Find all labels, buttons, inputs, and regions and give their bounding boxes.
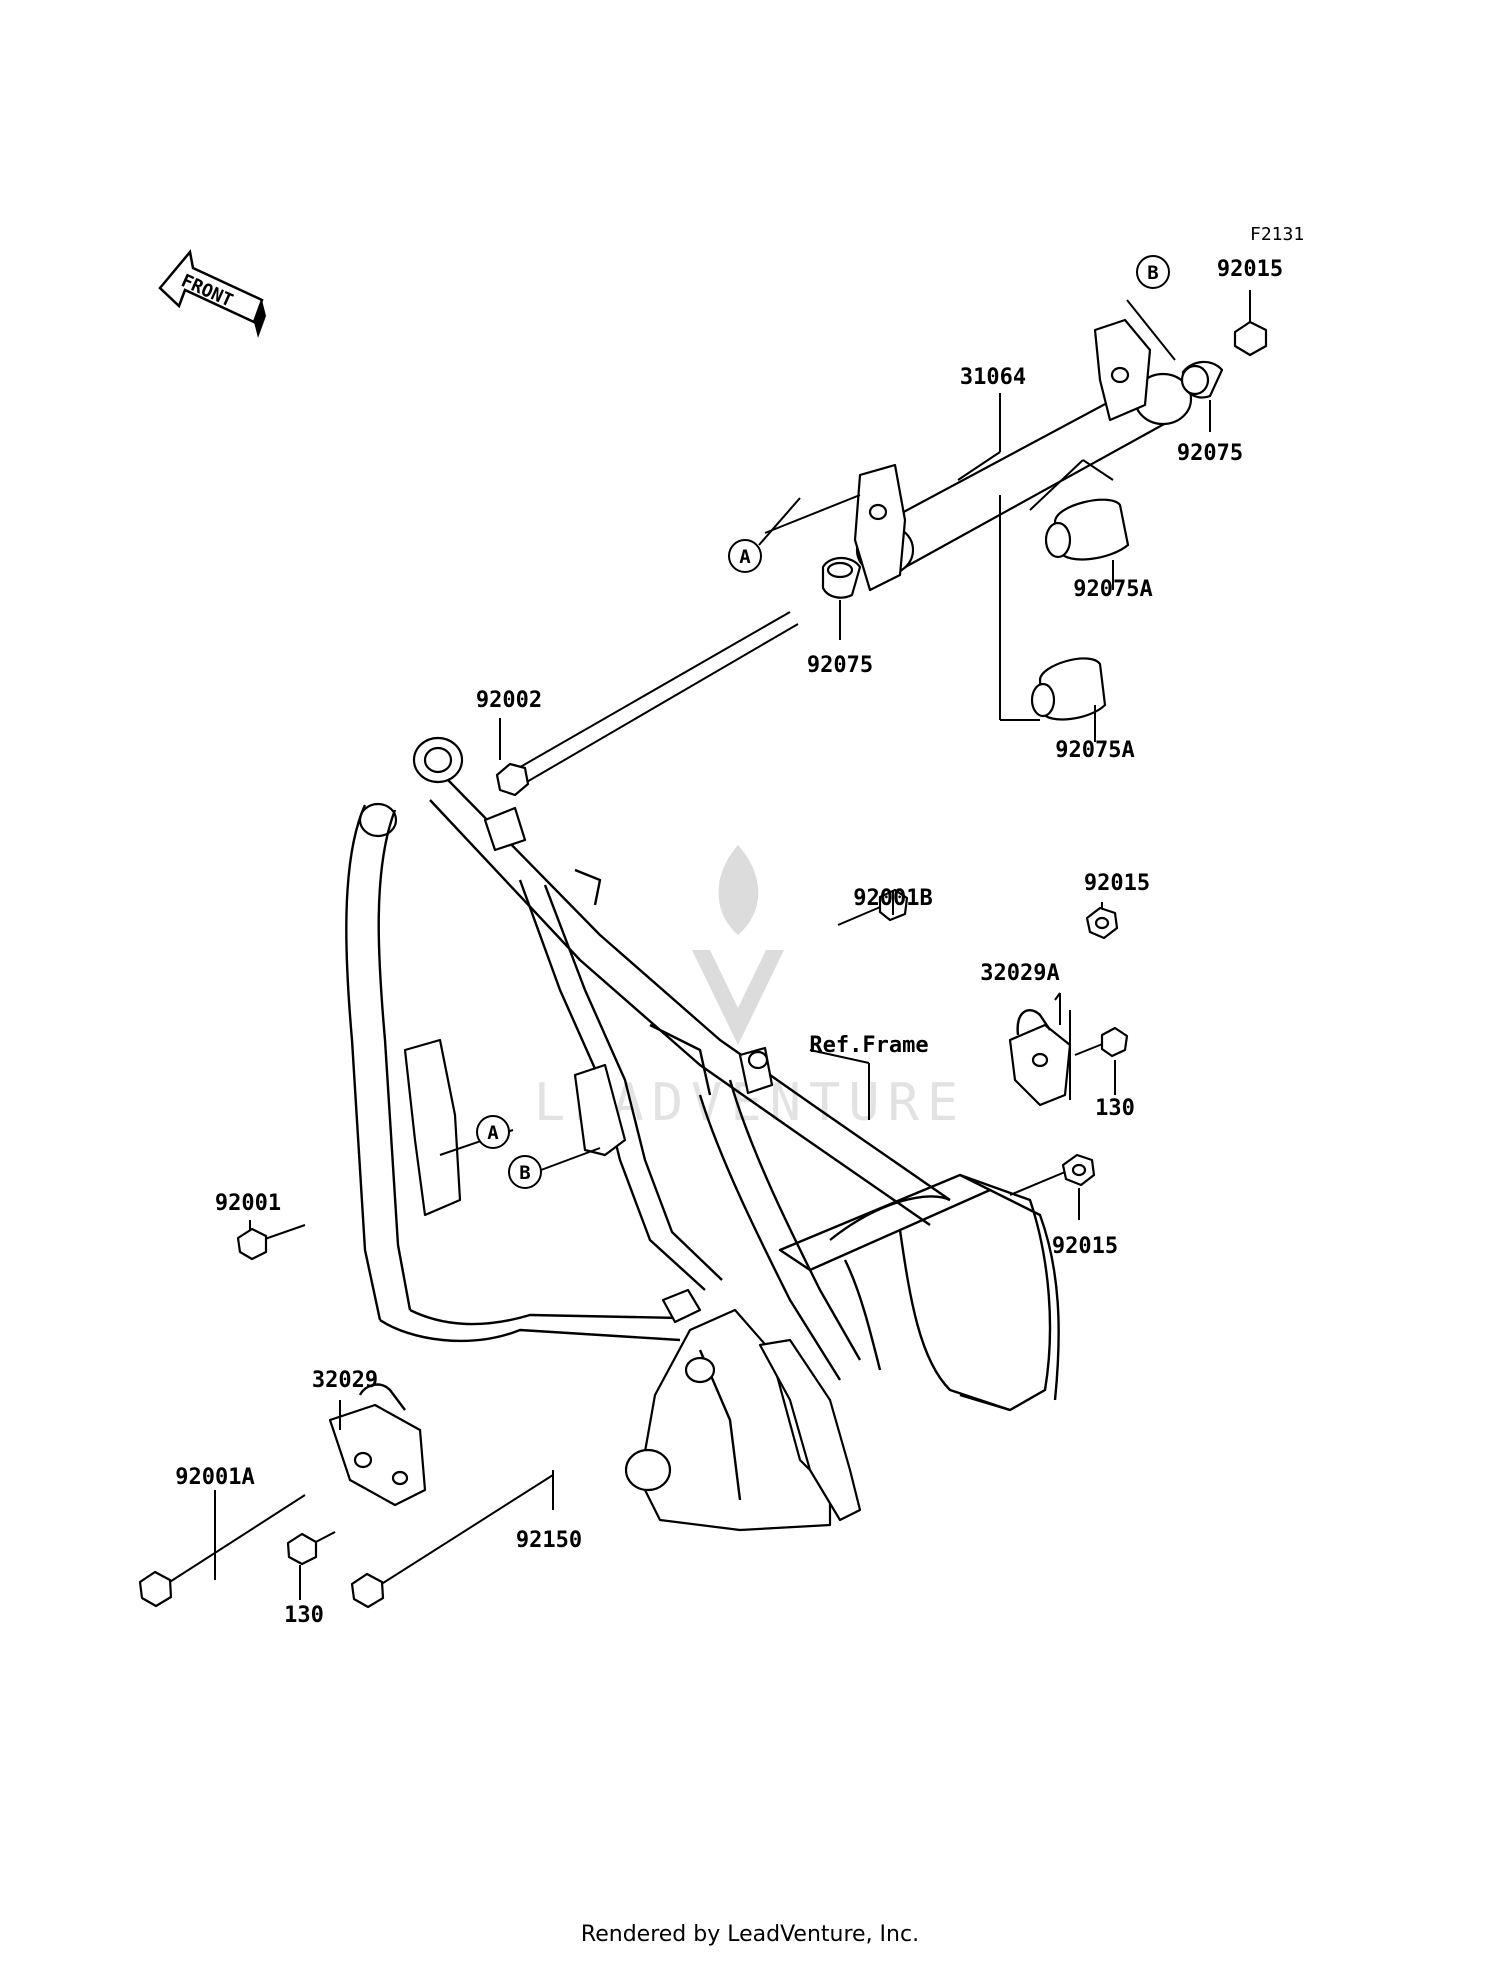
part-label-92075a-lower: 92075A — [1055, 738, 1134, 763]
svg-text:A: A — [487, 1122, 499, 1144]
diagram-code: F2131 — [1250, 224, 1304, 245]
part-label-31064: 31064 — [960, 365, 1026, 390]
svg-text:B: B — [1147, 262, 1158, 284]
part-label-32029a: 32029A — [980, 961, 1059, 986]
render-credit: Rendered by LeadVenture, Inc. — [580, 1922, 920, 1947]
part-label-92001a: 92001A — [175, 1465, 254, 1490]
callout-b-top: B — [1136, 255, 1170, 289]
part-label-92075a-upper: 92075A — [1073, 577, 1152, 602]
part-label-92001: 92001 — [215, 1191, 281, 1216]
engine-mount-31064 — [495, 318, 1268, 797]
part-label-92015-top: 92015 — [1217, 257, 1283, 282]
part-label-32029: 32029 — [312, 1368, 378, 1393]
svg-text:A: A — [739, 546, 751, 568]
part-label-92002: 92002 — [476, 688, 542, 713]
motorcycle-frame — [345, 736, 1060, 1532]
part-label-92075-left: 92075 — [807, 653, 873, 678]
part-label-130-left: 130 — [284, 1603, 324, 1628]
part-label-92015-mid: 92015 — [1084, 871, 1150, 896]
callout-a-frame: A — [476, 1115, 510, 1149]
svg-text:B: B — [519, 1162, 530, 1184]
callout-b-frame: B — [508, 1155, 542, 1189]
part-label-92001b: 92001B — [853, 886, 932, 911]
part-label-92015-low: 92015 — [1052, 1234, 1118, 1259]
hardware — [138, 888, 1129, 1609]
part-label-92150: 92150 — [516, 1528, 582, 1553]
part-label-92075-right: 92075 — [1177, 441, 1243, 466]
front-arrow-icon: FRONT — [158, 249, 266, 338]
part-label-130-right: 130 — [1095, 1096, 1135, 1121]
callout-a-top: A — [728, 539, 762, 573]
ref-frame-label: Ref.Frame — [809, 1033, 928, 1058]
leader-lines — [214, 290, 1251, 1600]
